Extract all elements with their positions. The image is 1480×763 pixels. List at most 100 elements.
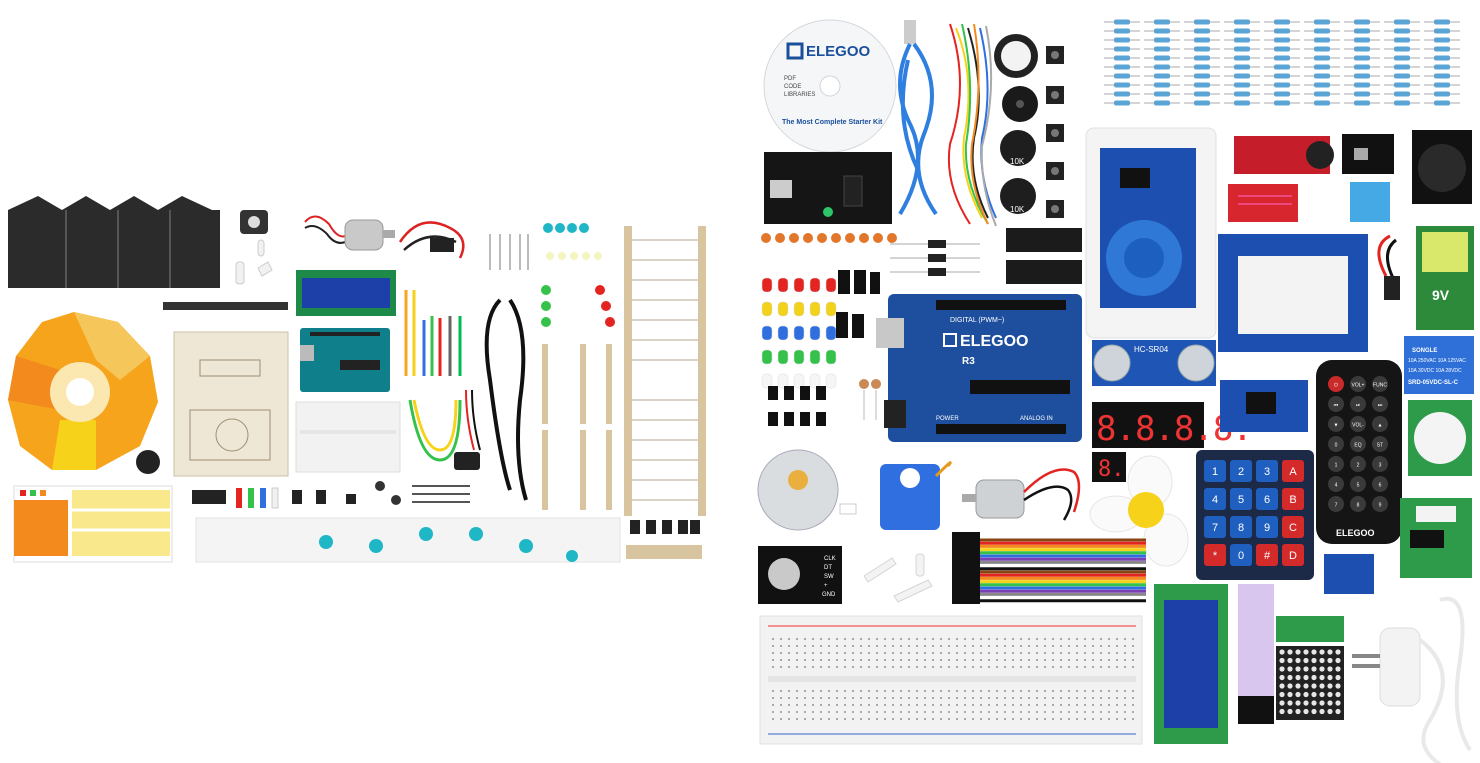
breadboard-hole: [796, 697, 798, 699]
breadboard-hole: [932, 652, 934, 654]
resistor-body: [1394, 82, 1410, 88]
remote-key-label: ▲: [1378, 423, 1383, 429]
resistor-body: [1354, 82, 1370, 88]
breadboard-hole: [820, 638, 822, 640]
remote-key: [1372, 436, 1388, 452]
resistor-body: [1274, 55, 1290, 61]
breadboard-hole: [1076, 659, 1078, 661]
breadboard-hole: [868, 690, 870, 692]
breadboard-hole: [828, 718, 830, 720]
breadboard-hole: [788, 638, 790, 640]
matrix-led: [1311, 649, 1317, 655]
arduino-uno-board: [300, 328, 390, 392]
keypad-key: [1256, 544, 1278, 566]
booklet-color-squares: [20, 490, 46, 496]
breadboard-hole: [1084, 645, 1086, 647]
matrix-led: [1295, 674, 1301, 681]
breadboard-hole: [956, 697, 958, 699]
matrix-led: [1311, 700, 1317, 706]
resistor-body: [1314, 37, 1330, 43]
transistor-row: [630, 520, 700, 534]
breadboard-hole: [948, 711, 950, 713]
breadboard-hole: [780, 659, 782, 661]
breadboard-hole: [1092, 704, 1094, 706]
breadboard-hole: [1020, 697, 1022, 699]
breadboard-hole: [1100, 718, 1102, 720]
resistor-body: [1154, 37, 1170, 43]
matrix-led: [1303, 700, 1309, 706]
breadboard-hole: [1132, 697, 1134, 699]
breadboard-hole: [1020, 659, 1022, 661]
led: [825, 277, 837, 293]
resistor-body: [1434, 37, 1450, 43]
breadboard-hole: [900, 659, 902, 661]
servo-horns: [235, 239, 273, 285]
breadboard-hole: [1028, 652, 1030, 654]
breadboard-hole: [1052, 718, 1054, 720]
matrix-led: [1335, 649, 1341, 655]
breadboard-hole: [964, 645, 966, 647]
keypad-key-label: 6: [1264, 494, 1270, 506]
breadboard-hole: [1076, 718, 1078, 720]
matrix-led: [1287, 666, 1293, 672]
led: [809, 373, 821, 389]
breadboard-hole: [1076, 704, 1078, 706]
dc-motor: [962, 468, 1081, 521]
breadboard-hole: [940, 666, 942, 668]
breadboard-hole: [916, 659, 918, 661]
resistor-body: [1434, 91, 1450, 97]
breadboard-hole: [1108, 652, 1110, 654]
breadboard-hole: [892, 718, 894, 720]
breadboard-hole: [860, 638, 862, 640]
breadboard-hole: [820, 704, 822, 706]
breadboard-hole: [1004, 652, 1006, 654]
breadboard-hole: [940, 697, 942, 699]
resistor-body: [1194, 64, 1210, 70]
matrix-led: [1335, 700, 1341, 706]
breadboard-hole: [868, 711, 870, 713]
breadboard-hole: [1052, 659, 1054, 661]
lcd-ribbon-cable: [1238, 584, 1274, 724]
breadboard-hole: [772, 690, 774, 692]
remote-key: [1328, 476, 1344, 492]
remote-key-label: VOL-: [1352, 423, 1364, 429]
breadboard-hole: [1108, 690, 1110, 692]
resistor-body: [1354, 55, 1370, 61]
matrix-led: [1319, 649, 1325, 655]
breadboard-hole: [860, 711, 862, 713]
led-grid: [761, 277, 837, 389]
cd-line-1: PDF: [784, 76, 796, 82]
breadboard-hole: [844, 718, 846, 720]
breadboard-hole: [932, 718, 934, 720]
matrix-led: [1295, 683, 1301, 689]
breadboard-hole: [908, 697, 910, 699]
breadboard-hole: [964, 652, 966, 654]
breadboard-hole: [1060, 690, 1062, 692]
breadboard-hole: [932, 659, 934, 661]
breadboard-hole: [1004, 711, 1006, 713]
breadboard-hole: [836, 645, 838, 647]
breadboard-hole: [1060, 711, 1062, 713]
male-jumper-pins: [489, 234, 529, 270]
breadboard-hole: [796, 659, 798, 661]
breadboard-hole: [828, 645, 830, 647]
battery-label: 9V: [1432, 287, 1450, 303]
breadboard-hole: [916, 666, 918, 668]
breadboard-hole: [852, 718, 854, 720]
resistor-body: [1234, 100, 1250, 106]
breadboard-hole: [1060, 718, 1062, 720]
breadboard-hole: [908, 711, 910, 713]
matrix-led: [1327, 683, 1333, 689]
breadboard-hole: [996, 697, 998, 699]
matrix-led: [1295, 649, 1301, 655]
breadboard-hole: [1060, 652, 1062, 654]
breadboard-hole: [972, 704, 974, 706]
keypad-key: [1256, 516, 1278, 538]
breadboard-hole: [868, 659, 870, 661]
resistor-body: [1154, 82, 1170, 88]
breadboard-hole: [948, 690, 950, 692]
resistor-body: [1194, 37, 1210, 43]
remote-key-label: 1: [1335, 463, 1338, 469]
remote-key-label: FUNC: [1373, 383, 1387, 389]
resistor-body: [1154, 91, 1170, 97]
